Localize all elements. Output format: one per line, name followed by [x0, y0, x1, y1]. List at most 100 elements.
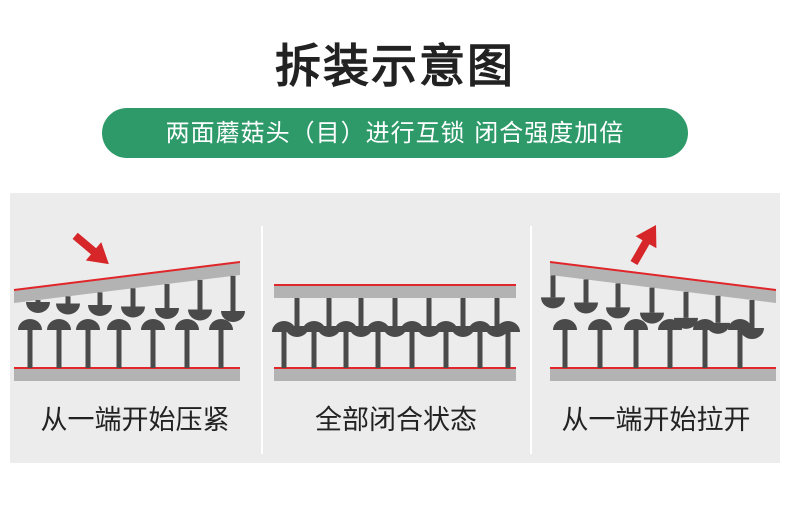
mushroom-head	[88, 305, 112, 316]
mushroom-head	[624, 319, 648, 330]
mushroom-head	[553, 319, 577, 330]
mushroom-head	[26, 302, 50, 313]
mushroom-head	[56, 303, 80, 315]
press-down-arrow	[72, 232, 109, 265]
panel-3-pulling	[541, 224, 777, 381]
hook-stem	[562, 330, 568, 368]
hook-stem	[218, 330, 224, 368]
arrow-shaft	[630, 238, 651, 266]
hook-stem	[715, 295, 721, 323]
panel-2-closed	[272, 284, 520, 381]
bottom-strip	[550, 368, 776, 381]
mushroom-head	[175, 319, 199, 330]
mushroom-head	[693, 319, 717, 330]
hook-stem	[683, 291, 689, 318]
hook-stem	[294, 298, 300, 326]
hook-stem	[35, 300, 41, 302]
mushroom-head	[740, 328, 764, 340]
strip-edge	[13, 261, 241, 291]
hook-stem	[326, 298, 332, 326]
hook-stem	[737, 330, 743, 368]
mushroom-head	[468, 321, 492, 332]
hook-stem	[550, 275, 556, 298]
hook-stem	[97, 292, 103, 305]
hook-stem	[85, 330, 91, 368]
mushroom-head	[221, 311, 245, 322]
hook-stem	[343, 332, 349, 368]
hook-stem	[392, 298, 398, 326]
hook-stem	[311, 332, 317, 368]
mushroom-head	[18, 319, 42, 330]
hook-stem	[230, 275, 236, 311]
hook-stem	[426, 298, 432, 326]
page-title: 拆装示意图	[275, 39, 515, 93]
hook-stem	[116, 330, 122, 368]
mushroom-head	[606, 307, 630, 319]
hook-stem	[27, 330, 33, 368]
hook-stem	[184, 330, 190, 368]
hook-stem	[505, 332, 511, 368]
mushroom-head	[658, 319, 682, 330]
panel-divider-1	[261, 226, 263, 454]
hook-stem	[409, 332, 415, 368]
panel-1-pressing	[13, 232, 245, 381]
arrow-head	[85, 242, 109, 265]
mushroom-head	[188, 309, 212, 321]
hook-stem	[460, 298, 466, 326]
hook-stem	[443, 332, 449, 368]
caption-pressing: 从一端开始压紧	[40, 405, 230, 436]
mushroom-head	[434, 321, 458, 332]
hook-stem	[667, 330, 673, 368]
mushroom-head	[121, 306, 145, 318]
mushroom-head	[400, 321, 424, 332]
panel-divider-2	[530, 226, 532, 454]
mushroom-head	[334, 321, 358, 332]
mushroom-head	[302, 321, 326, 332]
mushroom-head	[209, 319, 233, 330]
mushroom-head	[366, 321, 390, 332]
hook-stem	[749, 300, 755, 329]
arrow-head	[635, 224, 657, 249]
hook-stem	[649, 287, 655, 313]
mushroom-head	[541, 297, 565, 309]
mushroom-head	[76, 319, 100, 330]
top-strip	[550, 262, 776, 303]
hook-stem	[375, 332, 381, 368]
mushroom-head	[272, 321, 296, 332]
hook-stem	[65, 296, 71, 304]
mushroom-head	[574, 302, 598, 314]
hook-stem	[477, 332, 483, 368]
mushroom-head	[47, 319, 71, 330]
hook-stem	[583, 279, 589, 303]
bottom-strip	[14, 368, 240, 381]
mushroom-head	[155, 308, 179, 319]
caption-pulling: 从一端开始拉开	[561, 405, 751, 436]
mushroom-head	[588, 319, 612, 330]
hook-stem	[56, 330, 62, 368]
strip-edge	[549, 261, 777, 291]
pull-up-arrow	[630, 224, 657, 266]
hook-stem	[358, 298, 364, 326]
top-strip	[274, 285, 516, 298]
hook-stem	[164, 284, 170, 308]
hook-stem	[197, 279, 203, 310]
hook-stem	[702, 330, 708, 368]
mushroom-head	[728, 319, 752, 330]
mushroom-head	[640, 312, 664, 324]
arrow-shaft	[72, 232, 98, 256]
hook-stem	[615, 283, 621, 308]
mushroom-head	[107, 319, 131, 330]
hook-stem	[130, 288, 136, 307]
caption-closed: 全部闭合状态	[315, 405, 477, 436]
hook-stem	[494, 298, 500, 326]
mushroom-head	[141, 319, 165, 330]
bottom-strip	[274, 368, 516, 381]
hook-stem	[281, 332, 287, 368]
top-strip	[14, 262, 240, 303]
hook-stem	[150, 330, 156, 368]
mushroom-head	[496, 321, 520, 332]
subtitle-banner: 两面蘑菇头（目）进行互锁 闭合强度加倍	[102, 108, 688, 158]
hook-stem	[633, 330, 639, 368]
hook-stem	[597, 330, 603, 368]
